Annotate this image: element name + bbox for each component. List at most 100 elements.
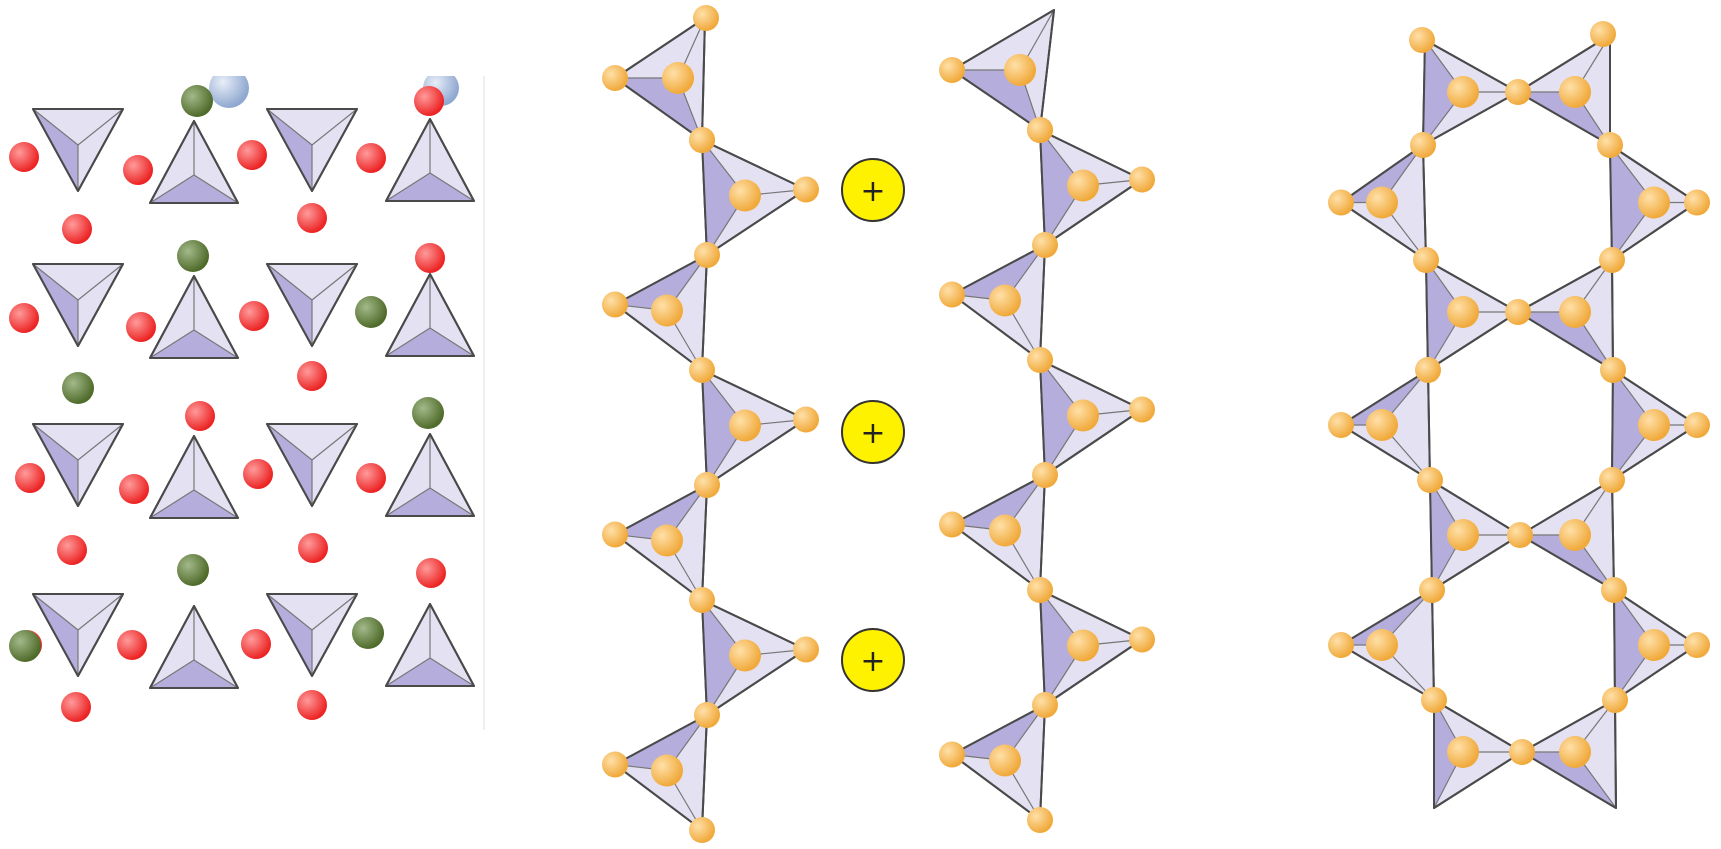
oxygen-ion-orange — [989, 284, 1021, 317]
oxygen-ion-orange — [793, 636, 819, 663]
plus-ion-label-2: + — [860, 416, 885, 451]
oxygen-ion-orange — [1366, 409, 1398, 441]
oxygen-ion-red — [356, 143, 386, 173]
oxygen-ion-orange — [1600, 357, 1626, 383]
oxygen-ion-red — [126, 312, 156, 342]
single-chain-with-cations-panel: + + + — [600, 0, 920, 849]
tetrahedron-down — [266, 593, 358, 677]
oxygen-ion-orange — [1032, 462, 1058, 488]
single-chain-panel — [930, 0, 1170, 849]
tetrahedron-up — [385, 433, 475, 517]
oxygen-ion-orange — [1590, 21, 1616, 47]
tetrahedra-double-chain — [1328, 21, 1710, 809]
oxygen-ion-orange — [1599, 467, 1625, 493]
oxygen-ion-red — [297, 203, 327, 233]
oxygen-ion-red — [298, 533, 328, 563]
oxygen-ion-orange — [1559, 296, 1591, 328]
tetrahedron-down — [266, 108, 358, 192]
oxygen-ion-orange — [1419, 577, 1445, 603]
double-chain-diagram — [1328, 21, 1710, 809]
plus-ion-label-1: + — [860, 174, 885, 209]
oxygen-ion-orange — [793, 406, 819, 433]
oxygen-ion-orange — [729, 179, 761, 212]
oxygen-ion-orange — [1413, 247, 1439, 273]
oxygen-ion-orange — [1027, 807, 1053, 833]
tetrahedron-up — [385, 118, 475, 202]
oxygen-ion-orange — [1409, 27, 1435, 53]
oxygen-ion-red — [241, 629, 271, 659]
oxygen-ion-orange — [662, 62, 694, 94]
oxygen-ion-orange — [693, 5, 719, 31]
tetrahedron-down — [32, 593, 124, 677]
oxygen-ion-red — [119, 474, 149, 504]
oxygen-ion-orange — [939, 281, 965, 308]
oxygen-ion-red — [15, 463, 45, 493]
isolated-tetrahedra-panel — [0, 0, 490, 849]
oxygen-ion-orange — [1599, 247, 1625, 273]
oxygen-ion-red — [414, 86, 444, 116]
double-chain-panel — [1320, 0, 1721, 849]
oxygen-ion-red — [123, 155, 153, 185]
oxygen-ion-orange — [602, 751, 628, 778]
oxygen-ion-orange — [1602, 687, 1628, 713]
oxygen-ion-orange — [602, 291, 628, 318]
oxygen-ion-orange — [1509, 739, 1535, 765]
tetrahedron-down — [266, 423, 358, 507]
oxygen-ion-orange — [1129, 166, 1155, 193]
oxygen-ion-orange — [602, 521, 628, 548]
oxygen-ion-orange — [689, 587, 715, 613]
oxygen-ion-orange — [1366, 186, 1398, 219]
cation-green — [9, 630, 41, 662]
oxygen-ion-orange — [1684, 412, 1710, 438]
oxygen-ion-orange — [1366, 629, 1398, 661]
oxygen-ion-orange — [793, 176, 819, 203]
oxygen-ion-orange — [1129, 396, 1155, 423]
plus-ion-label-3: + — [860, 644, 885, 679]
oxygen-ion-red — [9, 303, 39, 333]
oxygen-ion-orange — [939, 57, 965, 83]
oxygen-ion-red — [9, 142, 39, 172]
oxygen-ion-red — [57, 535, 87, 565]
oxygen-ion-orange — [1597, 132, 1623, 158]
tetrahedron-down — [32, 108, 124, 192]
oxygen-ion-red — [117, 630, 147, 660]
oxygen-ion-orange — [1027, 117, 1053, 143]
oxygen-ion-red — [237, 140, 267, 170]
oxygen-ion-orange — [939, 511, 965, 538]
oxygen-ion-orange — [1638, 629, 1670, 661]
oxygen-ion-orange — [1027, 577, 1053, 603]
oxygen-ion-orange — [1684, 632, 1710, 658]
cation-green — [177, 240, 209, 272]
oxygen-ion-orange — [694, 472, 720, 498]
oxygen-ion-orange — [651, 754, 683, 787]
tetrahedron-down — [32, 263, 124, 347]
oxygen-ion-orange — [1027, 347, 1053, 373]
tetrahedron-up — [149, 275, 239, 359]
oxygen-ion-orange — [1067, 399, 1099, 432]
tetrahedron-down — [32, 423, 124, 507]
oxygen-ion-red — [61, 692, 91, 722]
tetrahedra-chain — [602, 5, 819, 843]
oxygen-ion-orange — [1684, 189, 1710, 216]
plus-ion-1: + — [841, 158, 905, 222]
oxygen-ion-orange — [1559, 76, 1591, 108]
plus-ion-2: + — [841, 400, 905, 464]
isolated-tetrahedra-diagram — [0, 0, 490, 730]
cation-green — [352, 617, 384, 649]
cation-green — [62, 372, 94, 404]
oxygen-ion-orange — [1328, 632, 1354, 658]
isolated-tetrahedra-lattice — [0, 0, 490, 730]
oxygen-ion-orange — [1505, 79, 1531, 105]
tetrahedron-up — [385, 603, 475, 687]
oxygen-ion-orange — [1601, 577, 1627, 603]
oxygen-ion-orange — [939, 741, 965, 768]
oxygen-ion-orange — [989, 744, 1021, 777]
oxygen-ion-red — [185, 401, 215, 431]
single-chain-diagram — [939, 9, 1155, 833]
tetrahedra-chain — [939, 9, 1155, 833]
oxygen-ion-orange — [1067, 629, 1099, 662]
cation-green — [181, 85, 213, 117]
oxygen-ion-orange — [1415, 357, 1441, 383]
oxygen-ion-red — [416, 558, 446, 588]
oxygen-ion-orange — [1032, 232, 1058, 258]
